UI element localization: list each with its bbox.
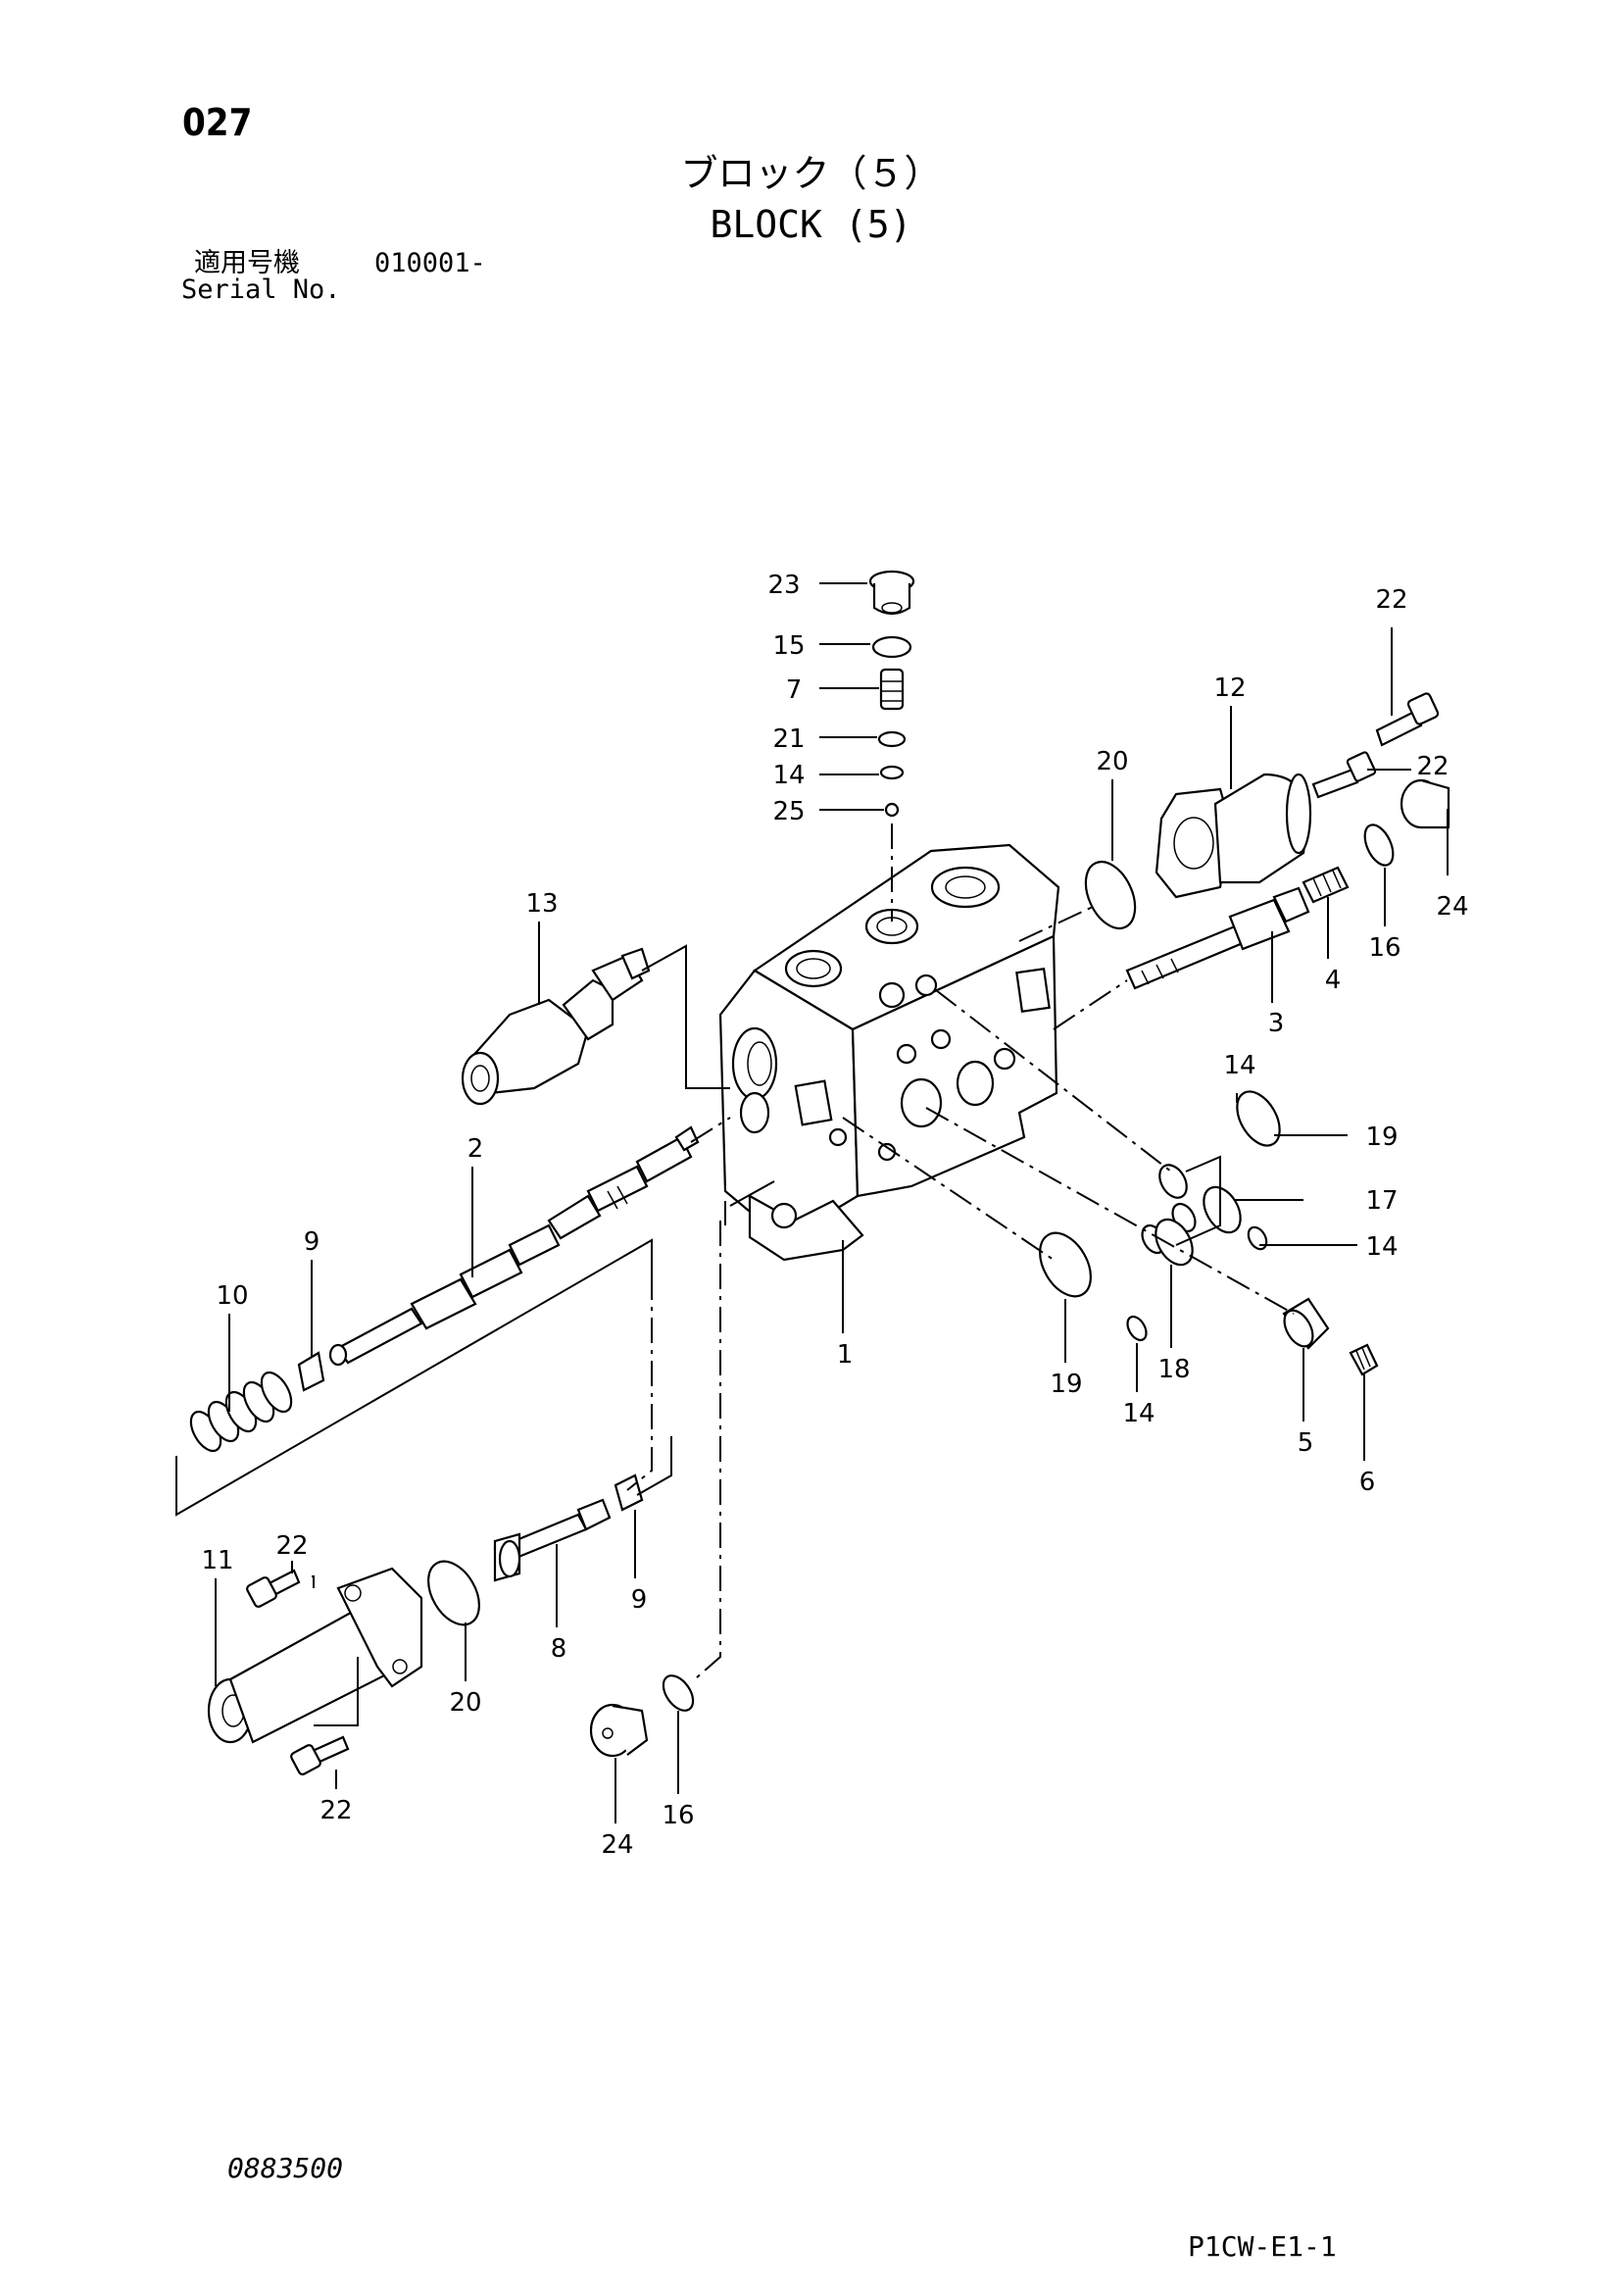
callout-23: 23 <box>767 571 800 600</box>
page-title-japanese: ブロック（５） <box>680 152 942 195</box>
serial-label-japanese: 適用号機 <box>194 248 300 278</box>
callout-12: 12 <box>1213 674 1246 703</box>
callout-16: 16 <box>662 1801 694 1830</box>
callout-leaders <box>215 582 1449 1823</box>
callout-6: 6 <box>1359 1468 1376 1497</box>
callout-10: 10 <box>216 1281 248 1311</box>
callout-25: 25 <box>772 797 805 826</box>
callout-18: 18 <box>1157 1355 1190 1384</box>
page-title-english: BLOCK (5) <box>710 203 912 246</box>
figure-code: P1CW-E1-1 <box>1188 2230 1337 2263</box>
callout-22: 22 <box>275 1531 308 1561</box>
callout-11: 11 <box>201 1546 233 1575</box>
callout-14: 14 <box>772 761 805 790</box>
right-upper-assembly <box>1018 692 1450 1030</box>
callout-9: 9 <box>304 1227 320 1257</box>
serial-label-english: Serial No. <box>181 275 341 305</box>
callout-22: 22 <box>319 1796 352 1825</box>
callout-16: 16 <box>1368 933 1401 963</box>
callout-22: 22 <box>1416 752 1449 781</box>
callout-24: 24 <box>1436 892 1468 922</box>
valve-block-body <box>718 843 1060 1262</box>
callout-21: 21 <box>772 724 805 754</box>
spool-assembly-left <box>189 1117 731 1453</box>
callout-5: 5 <box>1298 1428 1314 1458</box>
document-number: 0883500 <box>227 2152 344 2184</box>
callout-4: 4 <box>1325 966 1342 995</box>
callout-8: 8 <box>551 1634 567 1664</box>
cap-assembly-left-lower <box>175 1180 775 1775</box>
callout-20: 20 <box>449 1688 481 1718</box>
callout-9: 9 <box>631 1585 648 1615</box>
callout-14: 14 <box>1122 1399 1155 1428</box>
relief-cartridge-13 <box>461 944 730 1106</box>
callout-17: 17 <box>1365 1186 1398 1216</box>
serial-value: 010001- <box>374 248 486 278</box>
callout-15: 15 <box>772 631 805 661</box>
seals-right-lower <box>842 989 1379 1376</box>
page-number: 027 <box>182 101 253 144</box>
callout-13: 13 <box>525 889 558 919</box>
callout-14: 14 <box>1365 1232 1398 1262</box>
callout-labels: 23 15 7 21 14 25 22 12 20 22 24 16 4 3 1… <box>201 571 1468 1860</box>
callout-1: 1 <box>837 1340 854 1370</box>
callout-19: 19 <box>1050 1370 1082 1399</box>
callout-2: 2 <box>467 1134 484 1164</box>
callout-19: 19 <box>1365 1123 1398 1152</box>
top-plug-stack <box>868 570 915 922</box>
callout-14: 14 <box>1223 1051 1255 1080</box>
callout-24: 24 <box>601 1830 633 1860</box>
callout-3: 3 <box>1268 1009 1285 1038</box>
callout-20: 20 <box>1096 747 1128 776</box>
callout-7: 7 <box>786 675 803 705</box>
callout-22: 22 <box>1375 585 1407 615</box>
